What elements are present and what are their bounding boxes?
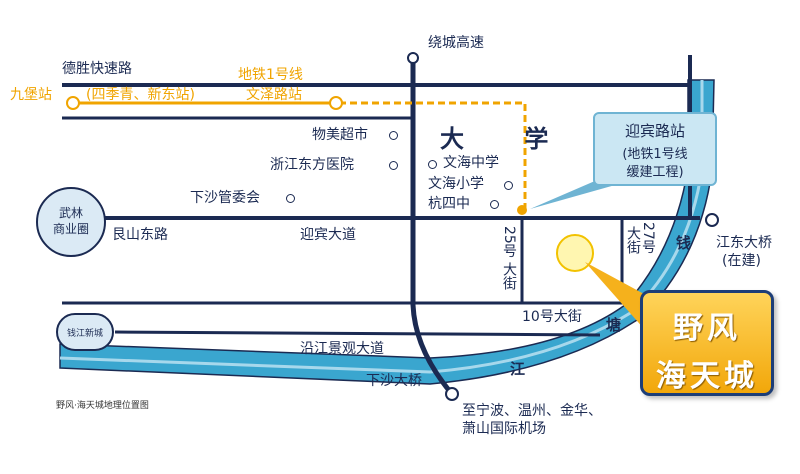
poi-hospital-icon bbox=[389, 161, 398, 170]
label-river-c1: 钱 bbox=[676, 234, 692, 252]
metro-line-1 bbox=[75, 101, 527, 210]
wenze-station bbox=[329, 96, 343, 110]
label-jiangdong-a: 江东大桥 bbox=[716, 235, 772, 251]
district-qianjiang: 钱江新城 bbox=[56, 313, 114, 351]
raocheng-highway bbox=[410, 55, 454, 396]
label-river-c3: 江 bbox=[510, 360, 526, 378]
label-destination-a: 至宁波、温州、金华、 bbox=[462, 403, 602, 419]
badge-line1: 野风 bbox=[673, 311, 741, 346]
label-wulin: 武林 商业圈 bbox=[52, 206, 89, 236]
label-desheng: 德胜快速路 bbox=[62, 61, 132, 77]
yanjiang-road bbox=[114, 330, 601, 337]
label-qianjiang: 钱江新城 bbox=[66, 328, 103, 339]
label-jiubao: 九堡站 bbox=[10, 87, 52, 103]
label-road-25-b: 大街 bbox=[501, 262, 517, 290]
label-destination-b: 萧山国际机场 bbox=[462, 421, 546, 437]
label-xiasha-bridge: 下沙大桥 bbox=[366, 373, 422, 389]
badge-line2: 海天城 bbox=[656, 359, 758, 394]
label-genshan: 艮山东路 bbox=[112, 227, 168, 243]
yingbin-station bbox=[517, 205, 527, 215]
label-road-27-a: 27号 bbox=[640, 222, 656, 254]
label-raocheng: 绕城高速 bbox=[428, 35, 484, 51]
poi-wenhai-primary-icon bbox=[504, 181, 513, 190]
poi-committee-icon bbox=[286, 194, 295, 203]
label-jiubao-alt: (四季青、新东站) bbox=[86, 87, 195, 103]
map-caption: 野风·海天城地理位置图 bbox=[56, 401, 149, 411]
label-wenze: 文泽路站 bbox=[246, 87, 302, 103]
poi-wenhai-middle-icon bbox=[428, 160, 437, 169]
label-wenhai-middle: 文海中学 bbox=[443, 155, 499, 171]
label-yingbin-avenue: 迎宾大道 bbox=[300, 227, 356, 243]
label-wenhai-primary: 文海小学 bbox=[428, 176, 484, 192]
callout-line2: 缓建工程) bbox=[626, 164, 684, 180]
xiasha-node bbox=[445, 387, 459, 401]
poi-wumei-icon bbox=[389, 131, 398, 140]
badge-pointer bbox=[585, 262, 655, 330]
project-badge: 野风 海天城 bbox=[640, 290, 774, 396]
poi-hangsi-icon bbox=[490, 200, 499, 209]
label-road-27-b: 大街 bbox=[625, 226, 641, 254]
label-hospital: 浙江东方医院 bbox=[270, 157, 354, 173]
label-yanjiang: 沿江景观大道 bbox=[300, 341, 384, 357]
label-hangsi: 杭四中 bbox=[428, 196, 470, 212]
label-metro-line: 地铁1号线 bbox=[238, 67, 303, 83]
callout-line1: (地铁1号线 bbox=[622, 147, 688, 162]
label-road-10: 10号大街 bbox=[522, 309, 582, 325]
jiubao-station bbox=[66, 96, 80, 110]
label-wumei: 物美超市 bbox=[312, 127, 368, 143]
label-road-25-a: 25号 bbox=[501, 226, 517, 258]
district-wulin: 武林 商业圈 bbox=[36, 187, 106, 257]
label-committee: 下沙管委会 bbox=[190, 190, 260, 206]
project-site bbox=[556, 234, 594, 272]
label-jiangdong-b: (在建) bbox=[722, 253, 761, 269]
jiangdong-node bbox=[705, 213, 719, 227]
callout-title: 迎宾路站 bbox=[624, 122, 685, 140]
yingbin-station-callout: 迎宾路站 (地铁1号线 缓建工程) bbox=[593, 112, 717, 186]
label-river-c2: 塘 bbox=[606, 316, 622, 334]
raocheng-node bbox=[407, 52, 419, 64]
